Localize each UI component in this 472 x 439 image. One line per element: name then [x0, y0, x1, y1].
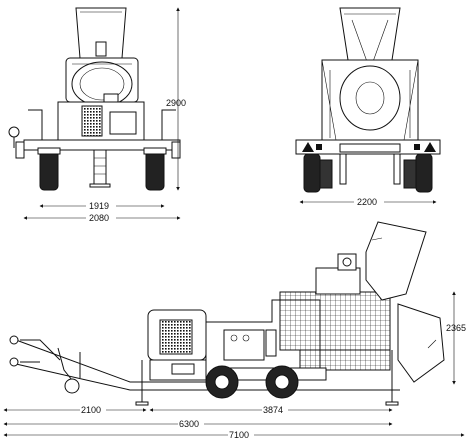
- front-jack-leg: [93, 149, 107, 185]
- hitch-to-axle-label: 2100: [81, 405, 101, 415]
- rear-hopper: [339, 7, 401, 61]
- rear-view: 2200: [295, 7, 441, 207]
- rear-right-reflector-icon: [424, 142, 436, 152]
- front-drum: [71, 61, 133, 107]
- overall-width-label: 2080: [89, 213, 109, 223]
- rear-drum: [339, 65, 401, 131]
- side-hopper-lowered: [397, 303, 445, 383]
- front-fuel-cap: [103, 93, 119, 103]
- axle-to-rear-label: 3874: [263, 405, 283, 415]
- front-left-wheel: [39, 149, 59, 191]
- side-height-label: 2365: [446, 323, 466, 333]
- front-view: 2900 1919 2080: [8, 7, 186, 223]
- side-mesh-cage: [279, 291, 391, 351]
- front-hopper-spout: [95, 41, 107, 57]
- side-view: 2365 2100 3874 6300 7100: [3, 221, 466, 439]
- side-control-panel: [223, 329, 265, 361]
- body-length-label: 6300: [179, 419, 199, 429]
- front-right-wheel: [145, 149, 165, 191]
- hitch-eye-lower-icon: [9, 357, 19, 367]
- front-left-mount: [15, 141, 25, 159]
- side-hopper-raised: [365, 221, 427, 301]
- track-width-label: 1919: [89, 201, 109, 211]
- front-radiator-grill: [81, 105, 103, 137]
- front-right-mount: [171, 141, 181, 159]
- hitch-eye-upper-icon: [9, 335, 19, 345]
- rear-right-wheel: [415, 153, 433, 193]
- rear-width-label: 2200: [357, 197, 377, 207]
- front-gauge-icon: [8, 126, 20, 138]
- side-drum-top: [315, 267, 361, 295]
- rear-left-wheel: [303, 153, 321, 193]
- rear-left-reflector-icon: [302, 142, 314, 152]
- side-engine-grill: [159, 319, 193, 355]
- front-panel: [109, 111, 137, 135]
- front-height-label: 2900: [166, 98, 186, 108]
- jockey-wheel: [64, 378, 80, 394]
- overall-length-label: 7100: [229, 430, 249, 439]
